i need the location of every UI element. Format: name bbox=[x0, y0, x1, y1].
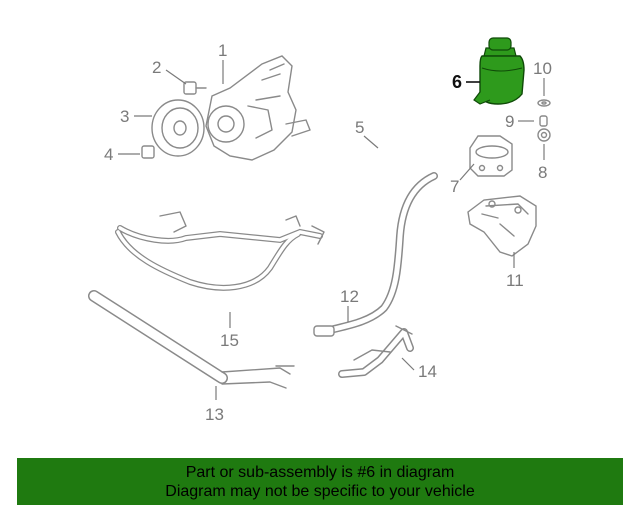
part-5-hose[interactable] bbox=[352, 120, 418, 250]
callout-8: 8 bbox=[538, 144, 547, 182]
callout-4: 4 bbox=[104, 145, 140, 164]
svg-text:13: 13 bbox=[205, 405, 224, 424]
callout-11: 11 bbox=[506, 252, 524, 290]
svg-text:2: 2 bbox=[152, 58, 161, 77]
banner-line-2: Diagram may not be specific to your vehi… bbox=[165, 482, 475, 500]
part-1-power-steering-pump[interactable] bbox=[205, 55, 311, 161]
svg-text:8: 8 bbox=[538, 163, 547, 182]
part-15-pressure-line[interactable] bbox=[115, 211, 325, 291]
svg-text:15: 15 bbox=[220, 331, 239, 350]
callout-1: 1 bbox=[218, 41, 227, 84]
part-10-washer[interactable] bbox=[537, 99, 551, 107]
part-4-bolt[interactable] bbox=[141, 145, 155, 159]
svg-text:7: 7 bbox=[450, 177, 459, 196]
svg-text:14: 14 bbox=[418, 362, 437, 381]
svg-text:1: 1 bbox=[218, 41, 227, 60]
svg-text:5: 5 bbox=[355, 118, 364, 137]
svg-text:6: 6 bbox=[452, 72, 462, 92]
part-12-pressure-hose[interactable] bbox=[313, 172, 438, 337]
part-8-grommet[interactable] bbox=[537, 128, 551, 142]
svg-text:10: 10 bbox=[533, 59, 552, 78]
svg-text:3: 3 bbox=[120, 107, 129, 126]
svg-text:12: 12 bbox=[340, 287, 359, 306]
svg-text:4: 4 bbox=[104, 145, 113, 164]
svg-text:11: 11 bbox=[506, 271, 524, 290]
vehicle-notice-banner: Part or sub-assembly is #6 in diagram Di… bbox=[17, 458, 623, 505]
callout-6: 6 bbox=[452, 72, 480, 92]
callout-2: 2 bbox=[152, 58, 187, 85]
callout-10: 10 bbox=[533, 59, 552, 96]
parts-diagram: 1 2 3 4 5 bbox=[88, 37, 552, 424]
part-3-pulley[interactable] bbox=[151, 99, 205, 157]
callout-14: 14 bbox=[401, 357, 437, 381]
callout-15: 15 bbox=[220, 312, 239, 350]
callout-5: 5 bbox=[355, 118, 379, 149]
callout-12: 12 bbox=[340, 287, 359, 322]
part-13-cooler[interactable] bbox=[88, 290, 295, 389]
callout-9: 9 bbox=[505, 112, 534, 131]
part-6-reservoir[interactable] bbox=[473, 37, 525, 105]
svg-text:9: 9 bbox=[505, 112, 514, 131]
part-9-sleeve[interactable] bbox=[539, 115, 548, 127]
part-2-bolt[interactable] bbox=[183, 81, 207, 95]
part-11-mounting-bracket[interactable] bbox=[467, 195, 537, 257]
part-14-return-hose[interactable] bbox=[338, 325, 414, 378]
part-7-bracket[interactable] bbox=[469, 135, 513, 177]
banner-line-1: Part or sub-assembly is #6 in diagram bbox=[185, 463, 455, 481]
callout-13: 13 bbox=[205, 386, 224, 424]
callout-7: 7 bbox=[450, 163, 475, 196]
callout-3: 3 bbox=[120, 107, 152, 126]
